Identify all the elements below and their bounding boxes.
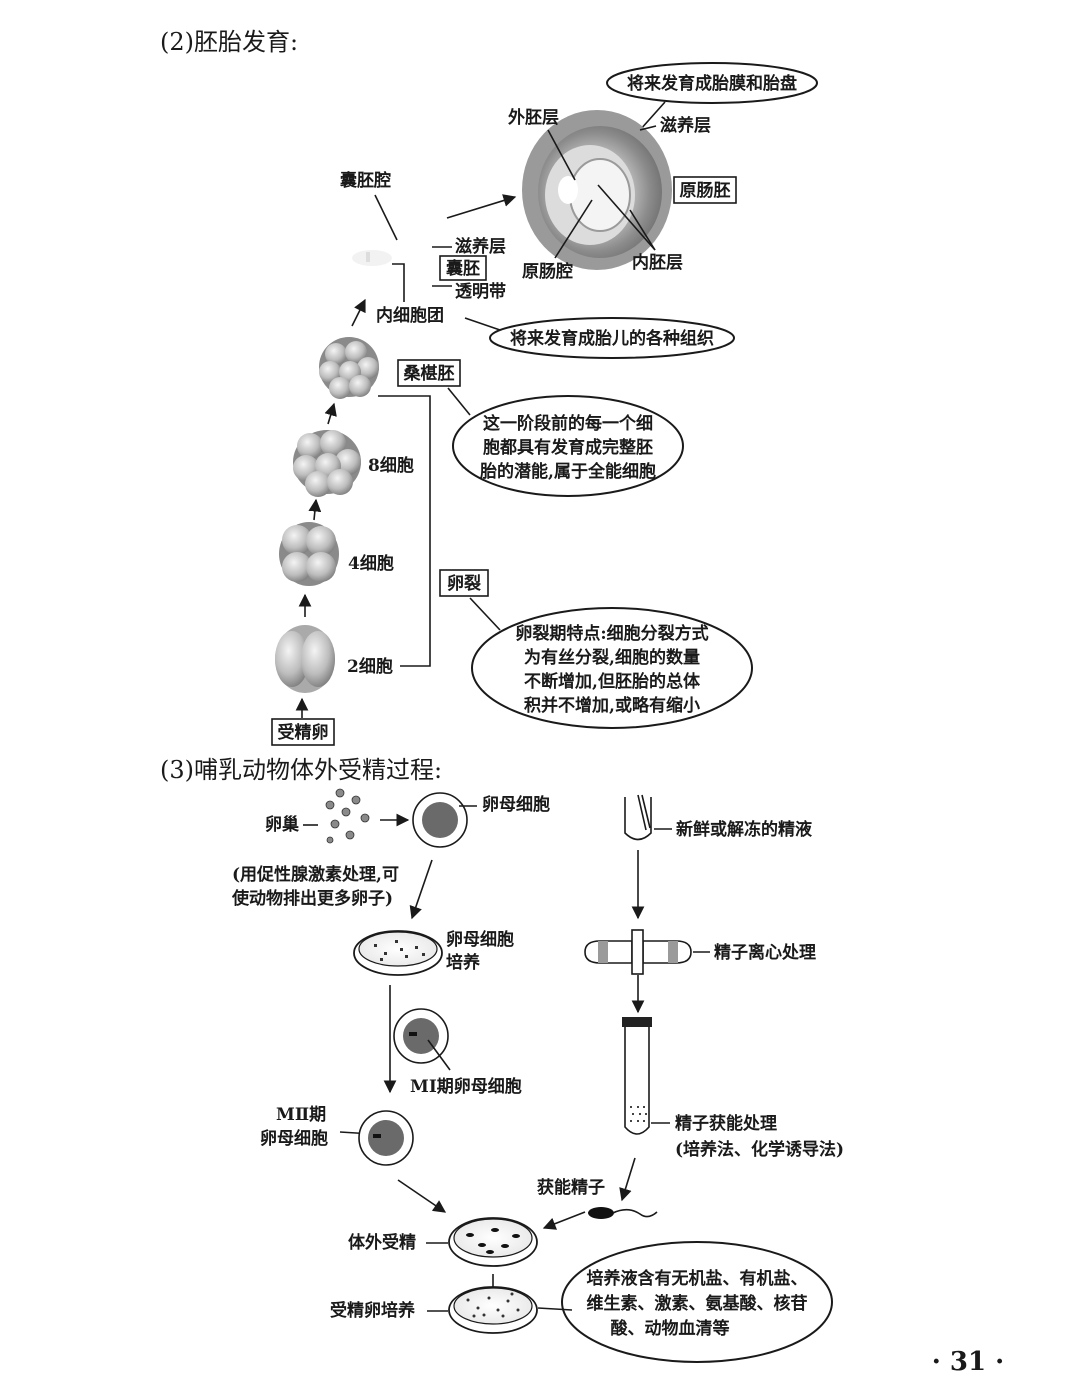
blastocyst-drawing xyxy=(352,250,392,266)
cell8-drawing xyxy=(293,430,361,497)
label-blastocyst: 囊胚 xyxy=(445,258,480,279)
label-morula: 桑椹胚 xyxy=(404,363,455,384)
label-capacitation-methods: (培养法、化学诱导法) xyxy=(675,1139,844,1160)
label-semen: 新鲜或解冻的精液 xyxy=(676,819,812,840)
box-gastrula xyxy=(673,176,737,204)
box-zygote xyxy=(271,718,335,746)
bubble-medium-line-1: 培养液含有无机盐、有机盐、 xyxy=(587,1268,808,1289)
oocyte-culture-dish xyxy=(353,930,443,976)
bubble-fetal-tissues-text: 将来发育成胎儿的各种组织 xyxy=(510,328,714,349)
label-zygote-culture: 受精卵培养 xyxy=(330,1300,416,1321)
label-mi-oocyte: MⅠ期卵母细胞 xyxy=(410,1076,522,1097)
label-capacitated-sperm: 获能精子 xyxy=(537,1177,605,1198)
sperm-drawing xyxy=(588,1207,658,1219)
bubble-totipotent-line-2: 胞都具有发育成完整胚 xyxy=(483,437,653,458)
label-ivf: 体外受精 xyxy=(348,1232,416,1253)
gastrula-drawing xyxy=(522,110,672,270)
label-cell4: 4细胞 xyxy=(348,553,394,574)
bubble-totipotent-line-1: 这一阶段前的每一个细 xyxy=(483,413,653,434)
label-trophoblast-top: 滋养层 xyxy=(660,115,711,136)
bubble-cleavage-line-2: 为有丝分裂,细胞的数量 xyxy=(524,647,700,668)
cell4-drawing xyxy=(279,522,339,586)
capacitation-tube-drawing xyxy=(622,1017,652,1135)
label-gastrula: 原肠胚 xyxy=(680,181,731,201)
mii-oocyte-drawing xyxy=(358,1110,414,1166)
label-blastocoel: 囊胚腔 xyxy=(339,170,391,191)
label-outer-germ-layer: 外胚层 xyxy=(508,107,559,128)
bubble-cleavage-line-4: 积并不增加,或略有缩小 xyxy=(524,695,700,716)
label-cell8: 8细胞 xyxy=(368,455,414,476)
label-capacitation: 精子获能处理 xyxy=(675,1113,777,1134)
label-mii-1: MⅡ期 xyxy=(276,1105,326,1125)
label-inner-germ-layer: 内胚层 xyxy=(632,252,683,273)
label-culture-1: 卵母细胞 xyxy=(446,929,514,950)
semen-pipette-drawing xyxy=(624,794,652,841)
bubble-cleavage-feature xyxy=(471,607,753,729)
morula-drawing xyxy=(319,337,379,399)
bubble-medium-line-3: 酸、动物血清等 xyxy=(611,1318,730,1339)
label-zona-pellucida: 透明带 xyxy=(455,281,506,302)
label-culture-2: 培养 xyxy=(446,952,481,973)
bubble-cleavage-line-1: 卵裂期特点:细胞分裂方式 xyxy=(515,623,708,644)
zygote-culture-dish xyxy=(448,1286,538,1334)
bubble-medium xyxy=(561,1241,833,1363)
label-centrifuge: 精子离心处理 xyxy=(714,942,816,963)
bubble-membrane-placenta-text: 将来发育成胎膜和胎盘 xyxy=(627,73,797,94)
bubble-fetal-tissues xyxy=(489,317,735,359)
box-cleavage xyxy=(439,569,489,597)
box-blastocyst xyxy=(439,255,487,281)
cell2-drawing xyxy=(275,625,335,693)
label-oocyte: 卵母细胞 xyxy=(482,794,550,815)
ivf-dish xyxy=(448,1217,538,1267)
box-morula xyxy=(397,359,461,387)
section2-heading: (2)胚胎发育: xyxy=(160,28,298,56)
label-archenteron: 原肠腔 xyxy=(522,261,573,282)
centrifuge-drawing xyxy=(584,929,692,975)
bubble-totipotent-line-3: 胎的潜能,属于全能细胞 xyxy=(480,461,656,482)
label-trophoblast: 滋养层 xyxy=(455,236,506,257)
ovary-dots xyxy=(325,788,370,844)
label-inner-cell-mass: 内细胞团 xyxy=(376,305,444,326)
label-mii-2: 卵母细胞 xyxy=(260,1128,328,1149)
bubble-totipotent xyxy=(452,395,684,497)
label-hormone-1: (用促性腺激素处理,可 xyxy=(232,864,399,885)
section3-heading: (3)哺乳动物体外受精过程: xyxy=(160,756,442,784)
label-ovary: 卵巢 xyxy=(265,814,300,835)
label-zygote: 受精卵 xyxy=(278,722,329,743)
bubble-cleavage-line-3: 不断增加,但胚胎的总体 xyxy=(524,671,701,692)
page-number: · 31 · xyxy=(932,1347,1004,1377)
label-cleavage: 卵裂 xyxy=(447,573,481,594)
bubble-membrane-placenta xyxy=(606,62,818,104)
bubble-medium-line-2: 维生素、激素、氨基酸、核苷 xyxy=(587,1293,808,1314)
label-cell2: 2细胞 xyxy=(347,656,393,677)
oocyte-drawing xyxy=(412,792,468,848)
label-hormone-2: 使动物排出更多卵子) xyxy=(231,888,393,909)
